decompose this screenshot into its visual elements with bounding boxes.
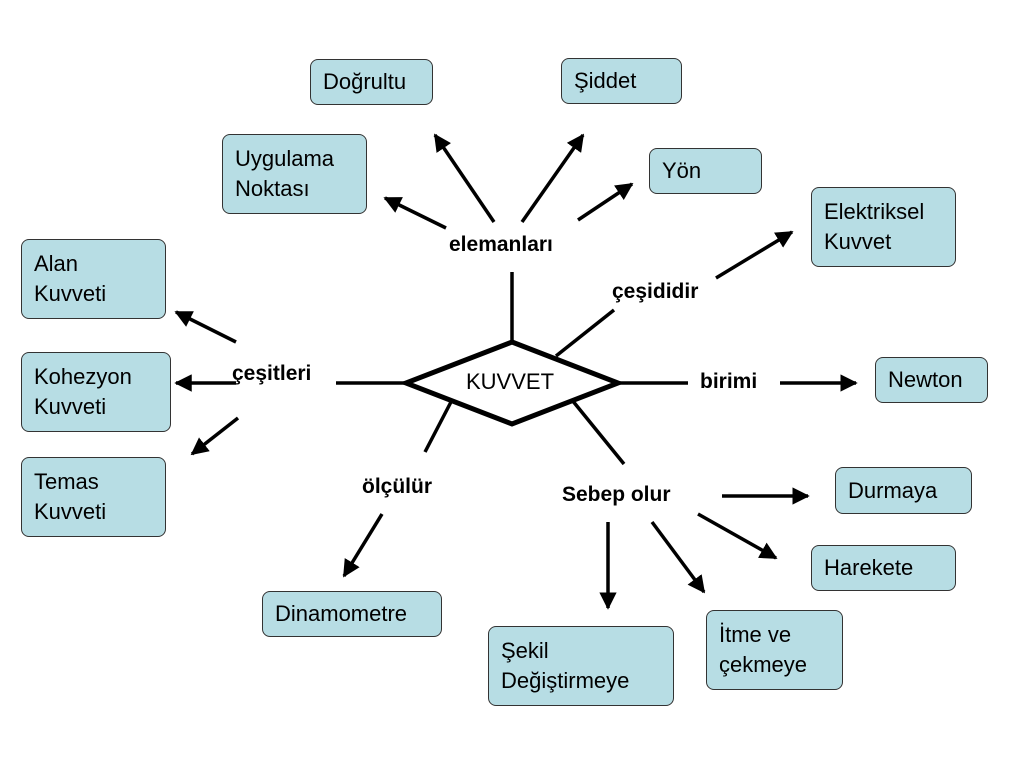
connector-sebep xyxy=(570,398,626,466)
arrow-uygulama xyxy=(383,196,447,230)
arrow-alan xyxy=(174,310,237,344)
center-label-kuvvet: KUVVET xyxy=(466,369,555,394)
label-cesididir: çeşididir xyxy=(612,280,699,303)
arrow-yon xyxy=(577,182,634,222)
arrow-dogrultu xyxy=(433,133,496,223)
node-sekil-degistirmeye: Şekil Değiştirmeye xyxy=(488,626,674,706)
arrow-temas xyxy=(190,416,240,456)
label-cesitleri: çeşitleri xyxy=(232,362,312,385)
node-dogrultu: Doğrultu xyxy=(310,59,433,105)
connector-olculur xyxy=(423,399,454,453)
kuvvet-diamond xyxy=(399,339,625,427)
node-siddet: Şiddet xyxy=(561,58,682,104)
label-birimi: birimi xyxy=(700,370,758,393)
node-kohezyon-kuvveti: Kohezyon Kuvveti xyxy=(21,352,171,432)
label-sebep-olur: Sebep olur xyxy=(562,483,671,506)
arrow-dinamometre xyxy=(342,513,384,578)
node-yon: Yön xyxy=(649,148,762,194)
arrow-itme xyxy=(650,520,706,594)
node-dinamometre: Dinamometre xyxy=(262,591,442,637)
node-alan-kuvveti: Alan Kuvveti xyxy=(21,239,166,319)
node-itme-ve-cekmeye: İtme ve çekmeye xyxy=(706,610,843,690)
connector-cesididir xyxy=(554,308,616,358)
arrow-siddet xyxy=(520,133,585,224)
node-newton: Newton xyxy=(875,357,988,403)
node-temas-kuvveti: Temas Kuvveti xyxy=(21,457,166,537)
node-harekete: Harekete xyxy=(811,545,956,591)
node-durmaya: Durmaya xyxy=(835,467,972,514)
node-elektriksel-kuvvet: Elektriksel Kuvvet xyxy=(811,187,956,267)
node-uygulama-noktasi: Uygulama Noktası xyxy=(222,134,367,214)
arrow-elektriksel xyxy=(715,230,794,280)
label-olculur: ölçülür xyxy=(362,475,433,498)
label-elemanlari: elemanları xyxy=(449,233,553,256)
arrow-harekete xyxy=(697,512,778,560)
